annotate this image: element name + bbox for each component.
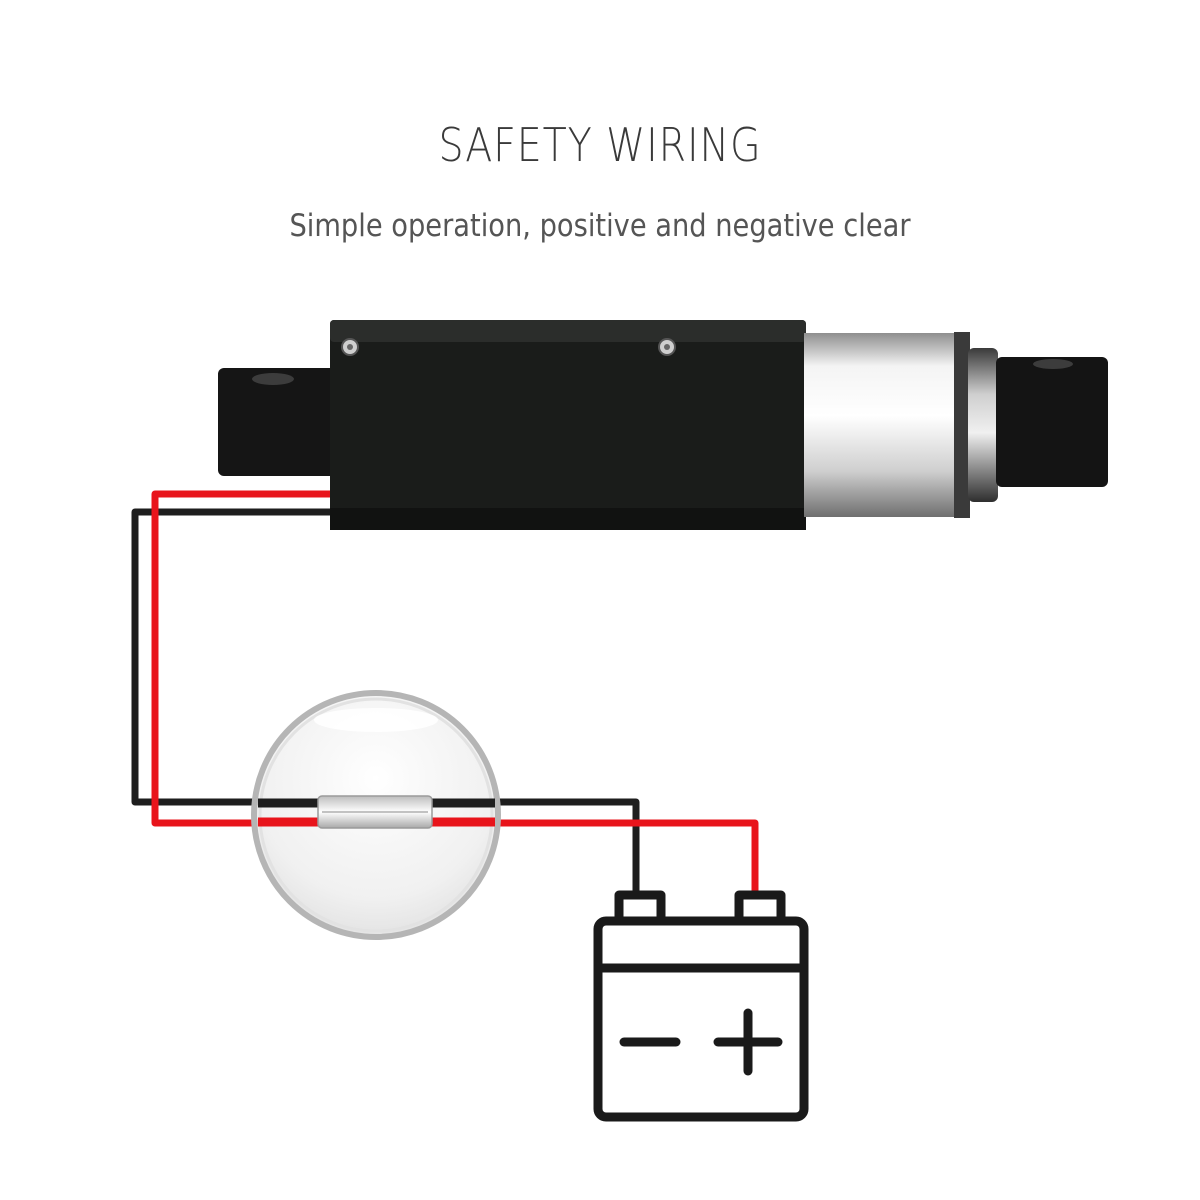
positive-wire: [151, 490, 759, 900]
page-subtitle: Simple operation, positive and negative …: [289, 208, 911, 244]
linear-actuator: [218, 320, 1108, 530]
magnified-connector: [258, 795, 495, 829]
battery-icon: [593, 890, 809, 1122]
page-title: SAFETY WIRING: [438, 118, 762, 172]
